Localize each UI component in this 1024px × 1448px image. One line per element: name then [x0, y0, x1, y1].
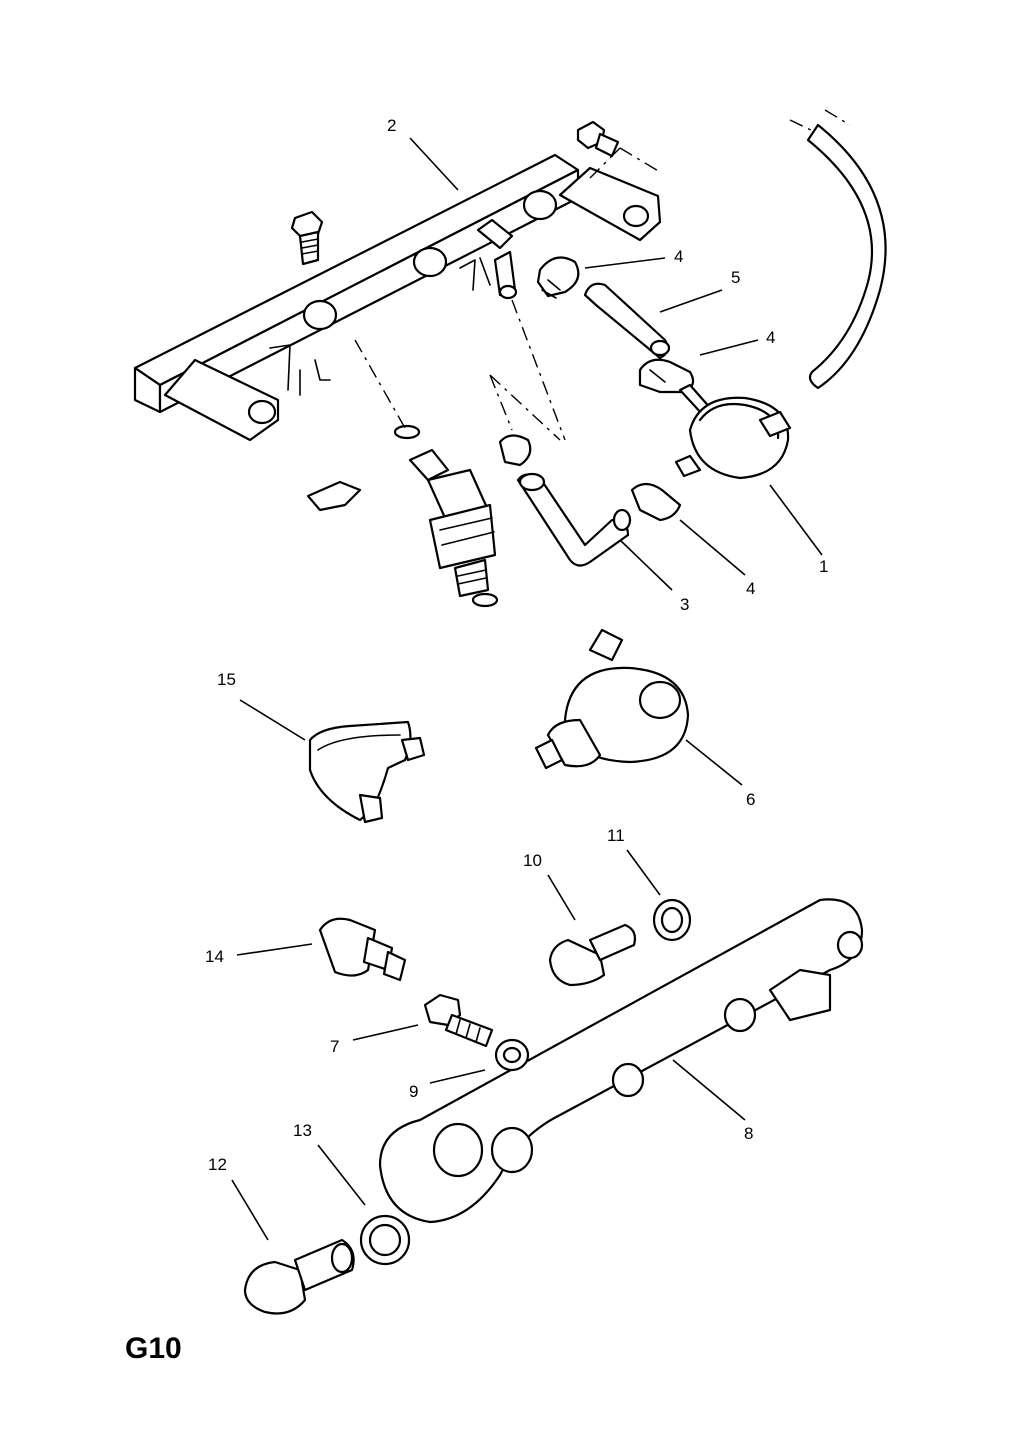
callout-13: 13: [293, 1121, 312, 1140]
pressure-sensor-14: [318, 917, 407, 982]
seal-ring-13: [359, 1214, 411, 1266]
washer-9: [494, 1038, 530, 1072]
mounting-bracket: [308, 720, 426, 824]
dashed-guide-upper: [489, 299, 566, 441]
injector-guide: [354, 339, 406, 429]
fuel-injector: [408, 448, 497, 598]
page-code: G10: [125, 1332, 182, 1365]
pressure-regulator: [674, 383, 792, 480]
pressure-regulator-spare: [534, 628, 690, 770]
callout-8: 8: [744, 1124, 753, 1143]
bolt-7: [423, 993, 494, 1048]
injector-seal-lower: [471, 592, 499, 608]
injector-seal-upper: [393, 424, 421, 440]
fuel-rail-lower: [378, 898, 864, 1224]
callout-9: 9: [409, 1082, 418, 1101]
callout-4-top: 4: [674, 247, 683, 266]
callout-4-low: 4: [746, 579, 755, 598]
callout-1: 1: [819, 557, 828, 576]
vacuum-hose: [789, 109, 887, 390]
union-fitting-12: [243, 1238, 355, 1315]
fuel-rail-upper: [133, 153, 662, 442]
callout-11: 11: [607, 826, 625, 845]
callout-6: 6: [746, 790, 755, 809]
leader-lines: [231, 137, 823, 1241]
bent-hose: [516, 472, 632, 567]
bolt-left: [290, 210, 324, 266]
adapter-fitting-10: [548, 923, 637, 987]
callout-14: 14: [205, 947, 224, 966]
seal-ring-11: [652, 898, 692, 942]
short-hose: [583, 282, 671, 360]
callout-5: 5: [731, 268, 740, 287]
injector-retainer: [306, 480, 362, 512]
callout-15: 15: [217, 670, 236, 689]
callout-7: 7: [330, 1037, 339, 1056]
hose-clip-upper: [536, 256, 580, 299]
bolt-right: [576, 120, 661, 179]
callout-2: 2: [387, 116, 396, 135]
callout-12: 12: [208, 1155, 227, 1174]
hose-connector: [476, 218, 518, 300]
callout-4-mid: 4: [766, 328, 775, 347]
hose-clip-lower: [498, 434, 682, 522]
callout-10: 10: [523, 851, 542, 870]
callout-3: 3: [680, 595, 689, 614]
